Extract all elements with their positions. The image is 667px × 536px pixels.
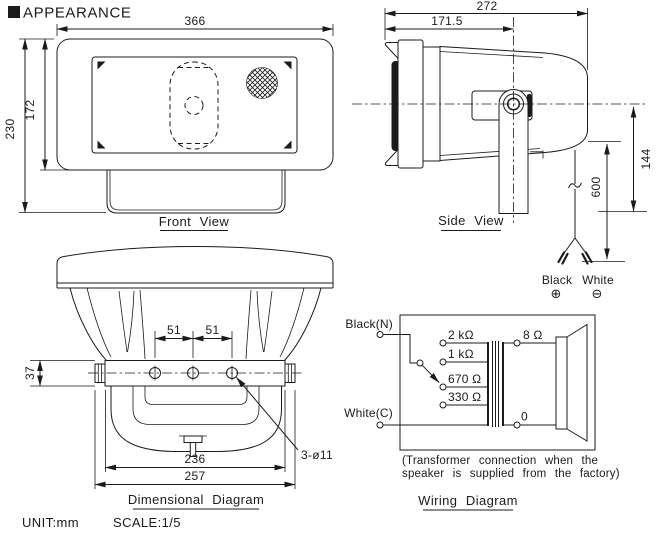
dim-width-inner: 236	[185, 452, 206, 466]
dim-front-depth: 171.5	[431, 14, 463, 28]
page-title: APPEARANCE	[23, 5, 132, 22]
hidden-center-hole	[184, 96, 204, 115]
cable-black-label: Black	[542, 273, 573, 287]
speaker-driver-icon	[555, 336, 568, 430]
dim-width: 366	[185, 14, 206, 28]
horn-mouth-outer	[110, 386, 282, 452]
screw-icon	[97, 140, 106, 149]
dim-bracket-height: 37	[23, 366, 37, 380]
terminal	[376, 331, 384, 338]
switch-pivot	[416, 359, 424, 367]
dim-cable-length: 600	[589, 177, 603, 198]
tap-label-330: 330 Ω	[448, 390, 481, 404]
dim-width-outer: 257	[185, 469, 206, 483]
dim-pitch-left: 51	[167, 323, 181, 337]
secondary-terminal	[513, 421, 521, 429]
screw-icon	[283, 140, 292, 149]
input-white-label: White(C)	[344, 406, 393, 420]
terminal	[376, 421, 384, 429]
dim-depth: 272	[477, 0, 498, 13]
horn-cap	[56, 245, 334, 284]
sheet-notes: UNIT:mm SCALE:1/5	[22, 515, 181, 530]
speaker-body-front	[56, 38, 334, 171]
cable-white-label: White	[582, 273, 614, 287]
hidden-driver-outline	[169, 61, 219, 150]
terminal-cover-tab	[183, 435, 203, 443]
mount-bracket-front	[106, 170, 286, 214]
wiring-note-line1: (Transformer connection when the	[402, 455, 598, 467]
dim-below-axis: 144	[639, 149, 653, 170]
wiring-diagram: Black(N) 2 kΩ 1 kΩ 670 Ω 330 Ω White(C) …	[344, 314, 620, 511]
tap-label-1k: 1 kΩ	[448, 347, 474, 361]
secondary-label-8ohm: 8 Ω	[523, 328, 543, 342]
screw-icon	[97, 61, 106, 70]
wire-break-icon	[568, 182, 582, 189]
input-black-label: Black(N)	[345, 317, 393, 331]
dimensional-diagram: 51 51 37 236 257 3-ø11 Dimensional Diagr…	[23, 245, 334, 510]
dim-body-height: 172	[23, 100, 37, 121]
dim-total-height: 230	[3, 119, 17, 140]
secondary-label-0: 0	[521, 410, 528, 424]
dim-pitch-right: 51	[206, 323, 220, 337]
secondary-terminal	[513, 339, 521, 347]
speaker-horn-icon	[566, 323, 588, 442]
transformer-core	[492, 341, 499, 427]
tap-label-670: 670 Ω	[448, 372, 481, 386]
sheet-title: APPEARANCE	[8, 5, 132, 22]
unit-note: UNIT:mm	[22, 515, 79, 530]
front-view-caption: Front View	[159, 214, 230, 229]
section-bullet-icon	[8, 6, 20, 18]
hole-note-leader	[236, 377, 299, 451]
wiring-box	[399, 314, 596, 451]
hole-note: 3-ø11	[301, 448, 333, 462]
scale-note: SCALE:1/5	[113, 515, 181, 530]
side-view: 272 171.5 144 600 Black	[352, 0, 653, 302]
wiring-note-line2: speaker is supplied from the factory)	[402, 468, 620, 480]
screw-icon	[283, 61, 292, 70]
side-view-caption: Side View	[438, 213, 504, 228]
tap-terminal	[439, 339, 447, 347]
wiring-diagram-caption: Wiring Diagram	[418, 493, 518, 508]
tap-terminal	[439, 383, 447, 391]
tap-terminal	[439, 358, 447, 366]
tap-terminal	[439, 401, 447, 409]
horn-fin-bottom	[384, 147, 400, 166]
speaker-grille-icon	[246, 67, 278, 99]
tap-label-2k: 2 kΩ	[448, 328, 474, 342]
front-panel	[91, 56, 298, 154]
front-view: 366 230 172 Front View	[3, 14, 334, 231]
bare-wire-end-icon	[557, 251, 569, 265]
horn-fin-top	[384, 42, 400, 61]
minus-polarity-icon: ⊖	[592, 287, 603, 302]
dimensional-diagram-caption: Dimensional Diagram	[128, 492, 264, 507]
selector-switch-arm	[421, 364, 440, 383]
bare-wire-end-icon	[581, 251, 593, 265]
plus-polarity-icon: ⊕	[551, 287, 562, 302]
